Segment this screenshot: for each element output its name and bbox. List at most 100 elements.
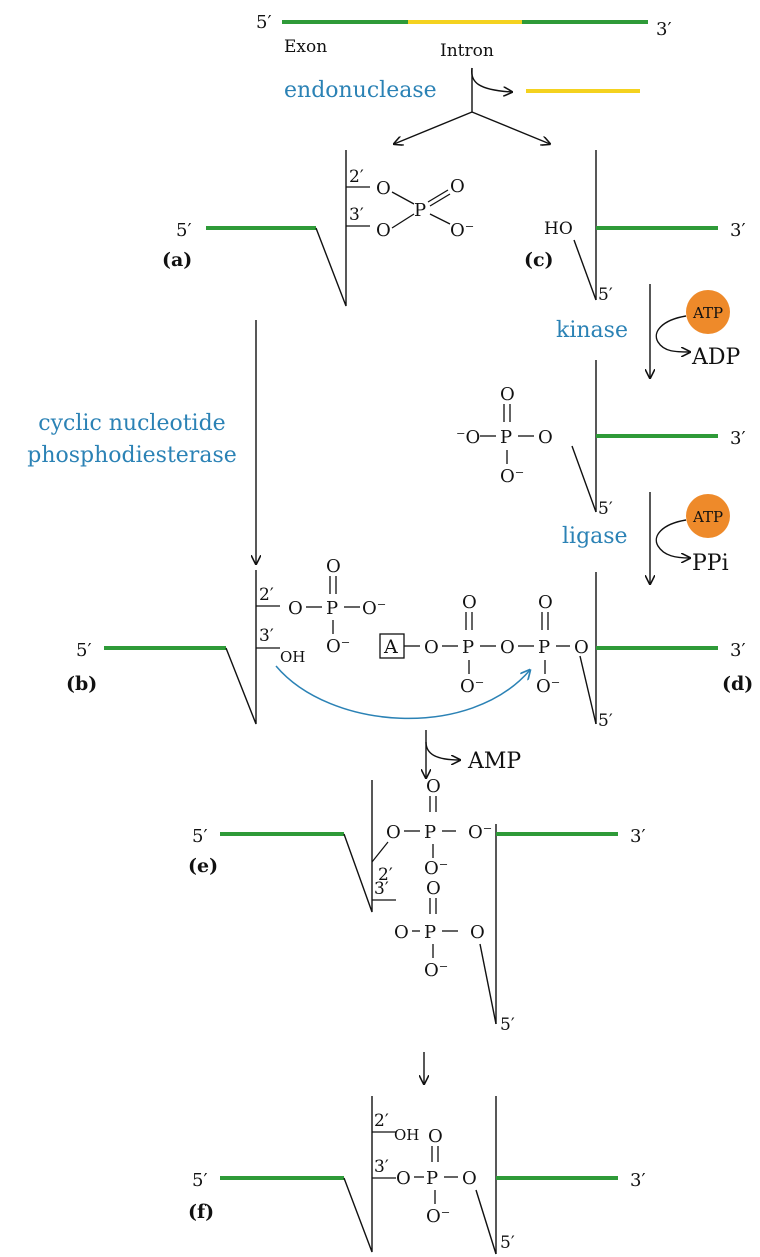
panel-e-label: (e) [188, 855, 218, 877]
svg-text:O: O [394, 922, 409, 943]
top-three-prime: 3′ [656, 19, 672, 40]
panel-b-label: (b) [66, 673, 97, 695]
svg-text:5′: 5′ [192, 1170, 208, 1191]
svg-text:P: P [538, 637, 550, 658]
svg-text:5′: 5′ [192, 826, 208, 847]
nucleophilic-attack-arrow [275, 665, 530, 719]
svg-text:3′: 3′ [730, 220, 746, 241]
ribose-ring [315, 150, 347, 307]
svg-text:O⁻: O⁻ [362, 598, 386, 619]
svg-text:O⁻: O⁻ [326, 636, 350, 657]
svg-text:5′: 5′ [598, 285, 613, 305]
ribose-ring [225, 570, 257, 725]
panel-d-label: (d) [722, 673, 753, 695]
panel-e: 2′ 3′ O O P O⁻ O⁻ O O P O O⁻ 5′ 3′ 5′ (e… [188, 776, 646, 1035]
panel-c: HO 3′ 5′ (c) [524, 150, 746, 305]
svg-text:O⁻: O⁻ [424, 858, 448, 879]
svg-text:5′: 5′ [500, 1015, 515, 1035]
left-ribose-ring [343, 780, 373, 913]
svg-text:5′: 5′ [598, 711, 613, 731]
amp-step: AMP [426, 730, 521, 778]
ligase-step: ligase ATP PPi [562, 492, 730, 584]
svg-text:3′: 3′ [259, 626, 274, 646]
cyclic-o-lower: O [376, 220, 391, 241]
svg-text:2′: 2′ [378, 865, 393, 885]
atp-kinase-circle [686, 290, 730, 334]
svg-text:P: P [326, 598, 338, 619]
svg-text:O: O [424, 637, 439, 658]
phosphodiesterase-label-line2: phosphodiesterase [27, 443, 237, 468]
panel-c-label: (c) [524, 249, 554, 271]
svg-text:5′: 5′ [500, 1233, 515, 1253]
svg-text:O: O [462, 592, 477, 613]
intron-release-arrow [471, 67, 512, 92]
svg-text:O: O [574, 637, 589, 658]
svg-text:⁻O: ⁻O [456, 427, 480, 448]
exon-label: Exon [284, 37, 327, 57]
ppi-label: PPi [692, 551, 729, 576]
ligase-label: ligase [562, 524, 628, 549]
cyclic-o-upper: O [376, 178, 391, 199]
svg-text:O⁻: O⁻ [450, 220, 474, 241]
svg-text:ATP: ATP [692, 304, 723, 322]
phosphodiesterase-label-line1: cyclic nucleotide [38, 411, 225, 436]
svg-text:3′: 3′ [630, 1170, 646, 1191]
svg-text:3′: 3′ [374, 1157, 389, 1177]
svg-text:O: O [500, 384, 515, 405]
kinase-step: kinase ATP ADP [556, 284, 741, 378]
svg-text:O: O [386, 822, 401, 843]
svg-text:2′: 2′ [349, 167, 364, 187]
svg-text:O: O [500, 637, 515, 658]
svg-text:O⁻: O⁻ [460, 676, 484, 697]
top-five-prime: 5′ [256, 12, 272, 33]
svg-text:2′: 2′ [259, 585, 274, 605]
adp-label: ADP [691, 345, 741, 370]
svg-text:3′: 3′ [730, 428, 746, 449]
svg-text:O: O [326, 556, 341, 577]
svg-text:O: O [428, 1126, 443, 1147]
svg-text:O: O [538, 592, 553, 613]
panel-a: 2′ 3′ O O P O O⁻ 5′ (a) [162, 150, 474, 307]
phosphorylated-exon: ⁻O P O O O⁻ 3′ 5′ [456, 360, 746, 519]
svg-text:O: O [426, 776, 441, 797]
svg-text:O: O [426, 878, 441, 899]
svg-text:O: O [470, 922, 485, 943]
svg-text:3′: 3′ [730, 640, 746, 661]
svg-text:O⁻: O⁻ [536, 676, 560, 697]
panel-d: A O P O O⁻ O P O O⁻ O 3′ 5′ (d) [379, 572, 753, 731]
svg-text:O⁻: O⁻ [468, 822, 492, 843]
kinase-label: kinase [556, 318, 628, 343]
svg-text:A: A [383, 636, 398, 658]
panel-f: 2′ OH 3′ O P O O O⁻ 5′ 3′ 5′ (f) [188, 1096, 646, 1255]
svg-text:3′: 3′ [630, 826, 646, 847]
svg-text:O: O [396, 1168, 411, 1189]
panel-a-five-prime: 5′ [176, 220, 192, 241]
panel-f-label: (f) [188, 1201, 214, 1223]
svg-text:O: O [462, 1168, 477, 1189]
svg-text:5′: 5′ [598, 499, 613, 519]
amp-label: AMP [467, 749, 521, 774]
svg-text:P: P [424, 922, 436, 943]
svg-text:P: P [462, 637, 474, 658]
svg-text:P: P [426, 1168, 438, 1189]
svg-text:O: O [288, 598, 303, 619]
svg-text:2′: 2′ [374, 1111, 389, 1131]
precursor-rna: 5′ 3′ Exon Intron [256, 12, 672, 61]
svg-text:O: O [538, 427, 553, 448]
panel-a-label: (a) [162, 249, 192, 271]
hydroxyl-3prime: OH [280, 648, 305, 666]
svg-text:3′: 3′ [349, 205, 364, 225]
atp-ligase-circle [686, 494, 730, 538]
svg-text:O⁻: O⁻ [424, 960, 448, 981]
hydroxyl-5prime: HO [544, 219, 573, 239]
left-ribose-ring [343, 1096, 373, 1253]
svg-text:5′: 5′ [76, 640, 92, 661]
svg-text:P: P [500, 427, 512, 448]
svg-text:3′: 3′ [374, 879, 389, 899]
hydroxyl-2prime: OH [394, 1126, 419, 1144]
cyclic-p: P [414, 200, 426, 221]
svg-text:P: P [424, 822, 436, 843]
svg-text:O⁻: O⁻ [426, 1206, 450, 1227]
endonuclease-label: endonuclease [284, 78, 437, 103]
